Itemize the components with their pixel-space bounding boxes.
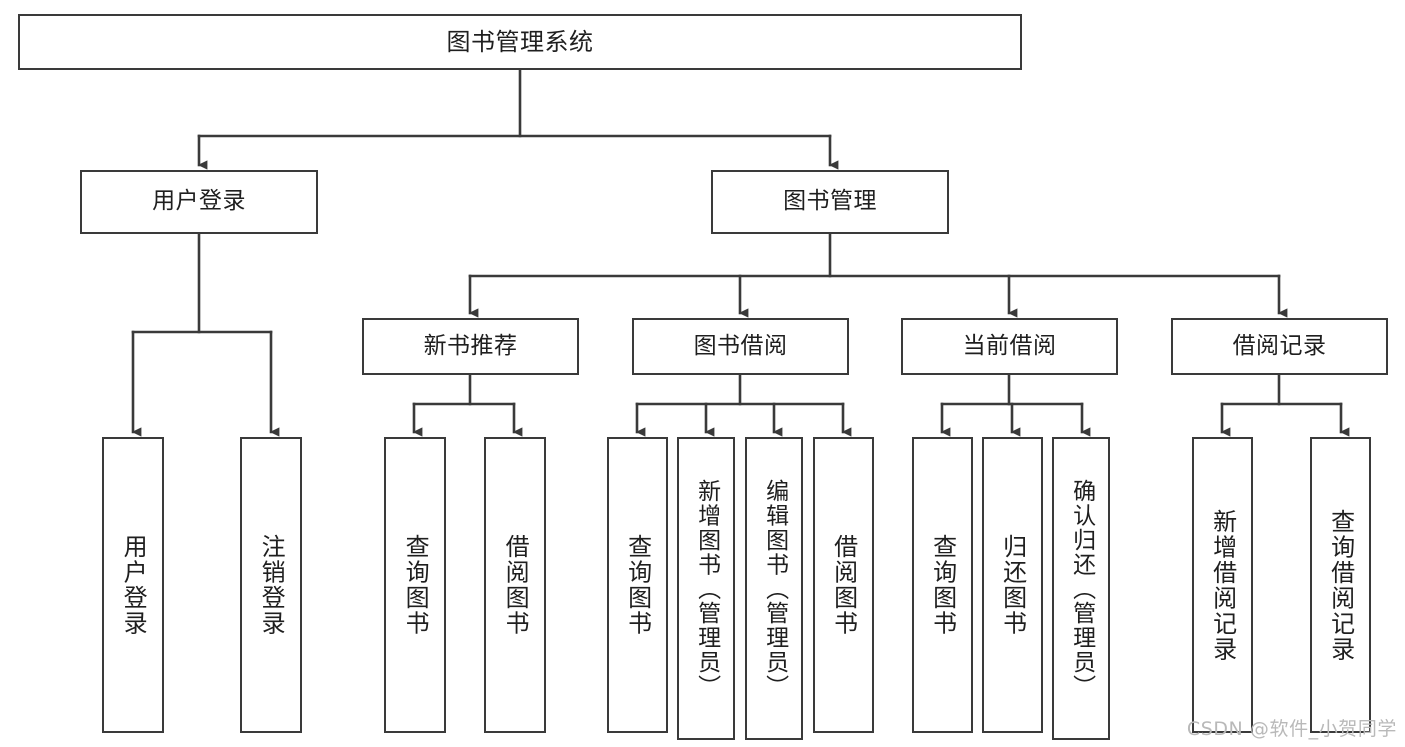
node-book-borrow[interactable]: 图书借阅 bbox=[632, 318, 849, 375]
leaf-query-book-2-label: 查询图书 bbox=[623, 534, 652, 636]
leaf-query-record[interactable]: 查询借阅记录 bbox=[1310, 437, 1371, 733]
node-new-book-recommend-label: 新书推荐 bbox=[423, 332, 518, 359]
leaf-logout-login-label: 注销登录 bbox=[257, 534, 286, 636]
leaf-add-record[interactable]: 新增借阅记录 bbox=[1192, 437, 1253, 733]
leaf-query-book-3-label: 查询图书 bbox=[928, 534, 957, 636]
node-root[interactable]: 图书管理系统 bbox=[18, 14, 1022, 70]
node-current-borrow-label: 当前借阅 bbox=[962, 332, 1057, 359]
leaf-return-book[interactable]: 归还图书 bbox=[982, 437, 1043, 733]
node-book-manage-label: 图书管理 bbox=[783, 188, 877, 215]
node-current-borrow[interactable]: 当前借阅 bbox=[901, 318, 1118, 375]
leaf-query-book-1-label: 查询图书 bbox=[401, 534, 430, 636]
leaf-add-record-label: 新增借阅记录 bbox=[1208, 508, 1237, 662]
leaf-edit-book-label: 编辑图书（管理员） bbox=[761, 478, 788, 699]
node-borrow-record-label: 借阅记录 bbox=[1232, 332, 1327, 359]
node-user-login-label: 用户登录 bbox=[152, 188, 246, 215]
leaf-edit-book[interactable]: 编辑图书（管理员） bbox=[745, 437, 803, 740]
leaf-borrow-book-2[interactable]: 借阅图书 bbox=[813, 437, 874, 733]
leaf-user-login[interactable]: 用户登录 bbox=[102, 437, 164, 733]
leaf-return-book-label: 归还图书 bbox=[998, 534, 1027, 636]
node-user-login[interactable]: 用户登录 bbox=[80, 170, 318, 234]
node-root-label: 图书管理系统 bbox=[446, 27, 594, 56]
leaf-borrow-book-2-label: 借阅图书 bbox=[829, 534, 858, 636]
leaf-query-record-label: 查询借阅记录 bbox=[1326, 508, 1355, 662]
node-borrow-record[interactable]: 借阅记录 bbox=[1171, 318, 1388, 375]
leaf-logout-login[interactable]: 注销登录 bbox=[240, 437, 302, 733]
leaf-add-book[interactable]: 新增图书（管理员） bbox=[677, 437, 735, 740]
leaf-confirm-return[interactable]: 确认归还（管理员） bbox=[1052, 437, 1110, 740]
leaf-add-book-label: 新增图书（管理员） bbox=[693, 478, 720, 699]
leaf-borrow-book-1-label: 借阅图书 bbox=[501, 534, 530, 636]
leaf-query-book-3[interactable]: 查询图书 bbox=[912, 437, 973, 733]
leaf-user-login-label: 用户登录 bbox=[119, 534, 148, 636]
node-new-book-recommend[interactable]: 新书推荐 bbox=[362, 318, 579, 375]
leaf-confirm-return-label: 确认归还（管理员） bbox=[1068, 478, 1095, 699]
leaf-borrow-book-1[interactable]: 借阅图书 bbox=[484, 437, 546, 733]
csdn-watermark: CSDN @软件_小贺同学 bbox=[1186, 718, 1397, 740]
leaf-query-book-2[interactable]: 查询图书 bbox=[607, 437, 668, 733]
node-book-manage[interactable]: 图书管理 bbox=[711, 170, 949, 234]
node-book-borrow-label: 图书借阅 bbox=[693, 332, 788, 359]
leaf-query-book-1[interactable]: 查询图书 bbox=[384, 437, 446, 733]
